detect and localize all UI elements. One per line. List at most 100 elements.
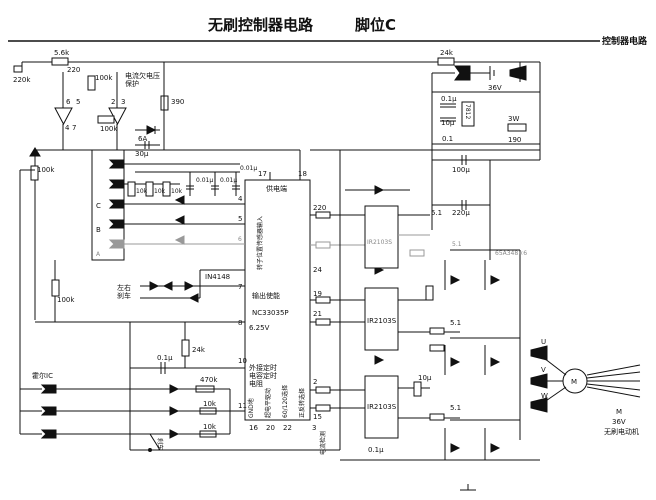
phase-w-label: W [541,392,548,400]
ic-gnd-label: GND地 [247,398,255,418]
driver-ic-3 [364,375,399,439]
ic-pin11: 11 [238,402,247,410]
r-220k-label: 220k [13,76,31,84]
r-24k-mid-label: 24k [192,346,206,354]
c-01-top-label: 0.1μ [441,95,457,103]
r-10k-2-label: 10k [154,188,166,195]
driver-2-label: IR2103S [367,317,397,325]
hall-a-label: A [96,251,101,258]
ic-output-wiring [310,150,410,450]
c-001-3-label: 0.01μ [240,165,257,172]
pin3-label: 3 [121,98,125,106]
ic-pin10: 10 [238,357,247,365]
driver-ic-2 [364,287,399,351]
ic-pin6: 6 [238,236,242,243]
hall-ic-connector [19,169,245,452]
ic-supply-label: 供电端 [266,184,287,193]
page-title: 无刷控制器电路 [207,16,314,34]
c-001-1-label: 0.01μ [196,177,213,184]
out-2-label: 2 [313,378,317,386]
pin7-label: 7 [72,124,76,132]
c-01-mid-label: 0.1μ [157,354,173,362]
out-19-label: 19 [313,290,322,298]
ic-ref-label: 6.25V [249,324,270,332]
ic-hall-input-label: 转子位置传感器输入 [256,216,264,270]
ic-current-label: 电流检测 [319,431,327,455]
c-100u-label: 100μ [452,166,470,174]
r-100k-c-label: 100k [37,166,55,174]
out-21-label: 21 [313,310,322,318]
motor [530,345,641,413]
mosfet-label: 65A348×6 [495,250,527,257]
r-10u-label: 10μ [418,374,432,382]
ic-pin18: 18 [298,170,307,178]
r-10k-5-label: 10k [203,423,217,431]
c-01-bot-label: 0.1μ [368,446,384,454]
diode-1n4148-label: IN4148 [205,273,230,281]
v-36-label: 36V [488,84,502,92]
r-51-3-label: 5.1 [450,319,461,327]
r-10k-3-label: 10k [171,188,183,195]
c-220u-label: 220μ [452,209,470,217]
reg-label: 7812 [464,104,471,119]
page-variant: 脚位C [355,16,396,34]
out-24-label: 24 [313,266,322,274]
motor-voltage-label: 36V [612,418,626,426]
left-brake-label: 左右刹车 [117,283,131,300]
hall-connector [91,149,240,261]
phase-v-label: V [541,366,546,374]
r-51-4-label: 5.1 [450,404,461,412]
r-390-label: 390 [171,98,184,106]
pin4-label: 4 [65,124,70,132]
phase-u-label: U [541,338,546,346]
ic-pin20: 20 [266,424,275,432]
out-15-label: 15 [313,413,322,421]
r-470k-label: 470k [200,376,218,384]
r-220-label: 220 [67,66,80,74]
hall-b-label: B [96,226,101,234]
driver-3-label: IR2103S [367,403,397,411]
mosfet-bridge [340,214,540,461]
prot-label: 电流欠电压保护 [125,71,160,88]
c-10u-top-label: 10μ [441,119,455,127]
r-51-1-label: 5.1 [431,209,442,217]
brake-label: 刹车 [156,438,164,450]
ic-pin22: 22 [283,424,292,432]
power-supply [310,65,541,260]
main-ic [164,149,311,421]
r-10k-1-label: 10k [136,188,148,195]
motor-m-label: M [616,408,622,416]
pin5-label: 5 [76,98,80,106]
filter-network [127,171,240,245]
r-51-2-label: 5.1 [452,241,462,248]
ic-enable-label: 输出使能 [252,291,280,300]
out-220-label: 220 [313,204,326,212]
r-100k-a-label: 100k [95,74,113,82]
ic-pin5: 5 [238,215,242,223]
ic-pwm-label: 超电平驱动 [264,388,272,418]
ic-dir-label: 正反转选择 [298,388,306,418]
hall-c-label: C [96,202,101,210]
ic-pin8: 8 [238,319,242,327]
motor-name-label: 无刷电动机 [604,427,639,436]
motor-symbol: M [571,378,577,386]
hall-ic-label: 霍尔IC [32,371,53,380]
pin2-label: 2 [111,98,115,106]
ic-pin3: 3 [312,424,316,432]
driver-1-label: IR2103S [367,239,392,246]
ic-pin7: 7 [238,283,242,291]
page-subtitle: 控制器电路 [602,35,648,47]
r-100k-b-label: 100k [100,125,118,133]
r-3w-label: 3W [508,115,519,123]
r-5-6k-label: 5.6k [54,49,70,57]
ic-pin16: 16 [249,424,258,432]
pin6-label: 6 [66,98,71,106]
ic-pin17: 17 [258,170,267,178]
ground-symbol [460,484,476,491]
brake-enable-block [35,260,340,451]
cap-30u-label: 30μ [135,150,149,158]
c-001-2-label: 0.01μ [220,177,237,184]
ic-part-label: NC33035P [252,309,289,317]
cap-6a-label: 6A [138,135,147,143]
